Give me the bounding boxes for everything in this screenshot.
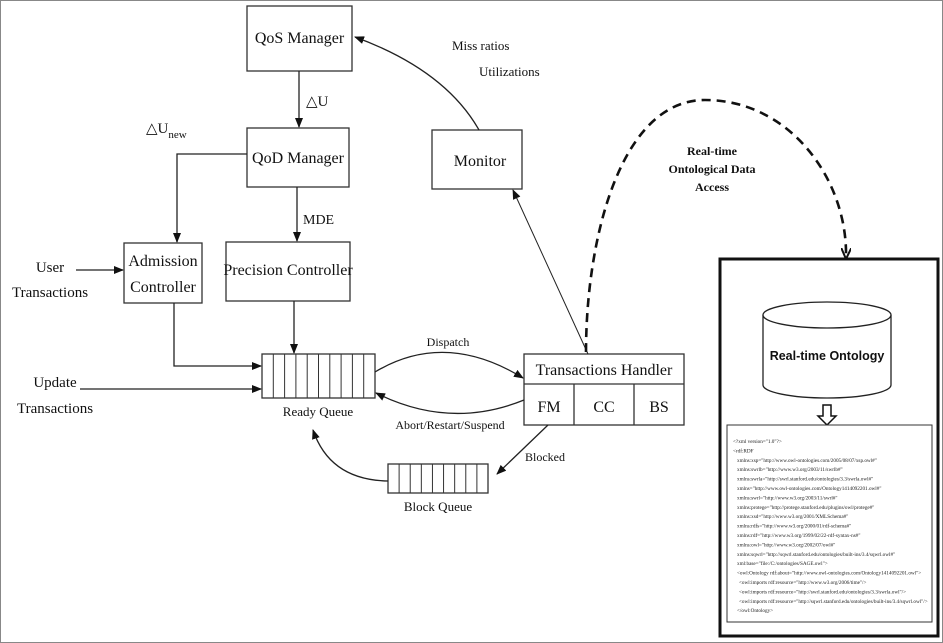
- utilizations-label: Utilizations: [479, 64, 540, 79]
- arrow-abort-restart-suspend: [375, 392, 525, 415]
- user-transactions-label-1: User: [36, 260, 64, 276]
- qod-manager-box: QoD Manager: [246, 127, 350, 188]
- qod-manager-label: QoD Manager: [252, 150, 345, 167]
- update-transactions-label-1: Update: [33, 375, 77, 391]
- real-time-ontology-label: Real-time Ontology: [770, 349, 885, 363]
- qos-manager-box: QoS Manager: [246, 5, 353, 72]
- block-queue: [387, 463, 489, 494]
- cc-label: CC: [593, 399, 614, 416]
- arrow-admission-to-ready: [173, 303, 262, 370]
- dispatch-label: Dispatch: [427, 335, 470, 349]
- ontology-access-label-2: Ontological Data: [669, 162, 756, 176]
- miss-ratios-label: Miss ratios: [452, 38, 509, 53]
- xml-line: <owl:imports rdf:resource="http://sqwrl.…: [739, 598, 928, 605]
- arrow-blocked: [496, 424, 549, 475]
- xml-line: <rdf:RDF: [733, 447, 754, 454]
- xml-line: <owl:imports rdf:resource="http://www.w3…: [739, 579, 866, 586]
- xml-line: xmlns:protege="http://protege.stanford.e…: [737, 504, 874, 511]
- xml-line: xmlns:swrla="http://swrl.stanford.edu/on…: [737, 476, 873, 483]
- arrow-block-to-ready: [312, 429, 389, 482]
- monitor-label: Monitor: [454, 153, 507, 170]
- mde-label: MDE: [303, 213, 334, 228]
- ready-queue: [261, 353, 376, 399]
- admission-controller-box: Admission Controller: [123, 242, 203, 304]
- delta-u-label: △U: [306, 94, 329, 110]
- ready-queue-label: Ready Queue: [283, 404, 354, 419]
- xml-line: xmlns="http://www.owl-ontologies.com/Ont…: [737, 486, 881, 492]
- block-queue-label: Block Queue: [404, 499, 472, 514]
- blocked-label: Blocked: [525, 450, 565, 464]
- admission-label-2: Controller: [130, 279, 196, 296]
- fm-label: FM: [537, 399, 560, 416]
- owl-xml-content: <?xml version="1.0"?> <rdf:RDF xmlns:xsp=…: [733, 439, 928, 614]
- admission-label-1: Admission: [128, 253, 197, 270]
- database-cylinder-icon: [762, 301, 892, 399]
- transactions-handler-box: Transactions Handler FM CC BS: [523, 353, 685, 426]
- monitor-box: Monitor: [431, 129, 523, 190]
- update-transactions-label-2: Transactions: [17, 401, 93, 417]
- xml-line: xmlns:rdfs="http://www.w3.org/2000/01/rd…: [737, 523, 851, 530]
- xml-line: </owl:Ontology>: [737, 608, 773, 614]
- xml-line: <owl:Ontology rdf:about="http://www.owl-…: [737, 570, 921, 577]
- arrow-dispatch: [374, 351, 524, 379]
- owl-xml-box: [726, 424, 933, 623]
- user-transactions-label-2: Transactions: [12, 285, 88, 301]
- down-arrow-icon: [816, 404, 838, 427]
- xml-line: xmlns:rdf="http://www.w3.org/1999/02/22-…: [737, 532, 860, 539]
- arrow-handler-to-monitor: [512, 189, 589, 355]
- ontology-access-label-1: Real-time: [687, 144, 738, 158]
- xml-line: xmlns:swrl="http://www.w3.org/2003/11/sw…: [737, 495, 838, 501]
- xml-line: xmlns:xsp="http://www.owl-ontologies.com…: [737, 458, 877, 464]
- abort-restart-suspend-label: Abort/Restart/Suspend: [395, 418, 504, 432]
- dashed-arrow-ontology-access: [584, 98, 846, 353]
- xml-line: xmlns:swrlb="http://www.w3.org/2003/11/s…: [737, 467, 843, 473]
- xml-line: <?xml version="1.0"?>: [733, 439, 782, 445]
- arrow-qod-to-admission: [173, 153, 247, 243]
- qos-manager-label: QoS Manager: [255, 30, 345, 47]
- xml-line: xmlns:xsd="http://www.w3.org/2001/XMLSch…: [737, 514, 848, 520]
- arrow-monitor-to-qos: [354, 36, 480, 131]
- precision-controller-box: Precision Controller: [223, 241, 353, 302]
- precision-controller-label: Precision Controller: [223, 262, 353, 279]
- xml-line: <owl:imports rdf:resource="http://swrl.s…: [739, 588, 906, 595]
- xml-line: xmlns:sqwrl="http://sqwrl.stanford.edu/o…: [737, 551, 895, 558]
- xml-line: xml:base="file:/C:/ontologies/SAGE.owl">: [737, 560, 828, 567]
- bs-label: BS: [649, 399, 669, 416]
- delta-u-new-label: △Unew: [146, 121, 187, 141]
- xml-line: xmlns:owl="http://www.w3.org/2002/07/owl…: [737, 542, 835, 548]
- ontology-access-label-3: Access: [695, 180, 729, 194]
- transactions-handler-label: Transactions Handler: [536, 362, 673, 379]
